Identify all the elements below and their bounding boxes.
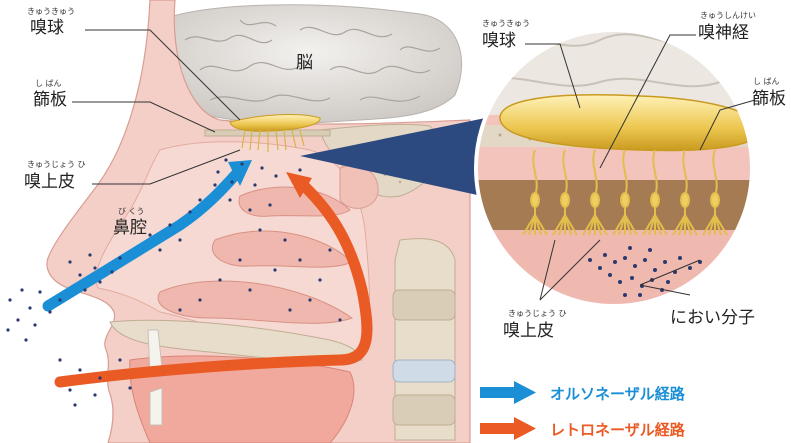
nasal-cavity-ruby: び くう: [118, 208, 144, 216]
olfactory-bulb-left-label: 嗅球: [30, 20, 64, 37]
nasal-cavity-label: 鼻腔: [113, 220, 147, 237]
legend-arrow-ortho-icon: [480, 381, 536, 404]
olfactory-bulb-left-ruby: きゅうきゅう: [27, 8, 75, 16]
epithelium-right-label: 嗅上皮: [503, 323, 554, 340]
epithelium-left-label: 嗅上皮: [24, 174, 75, 191]
olfactory-nerve-ruby: きゅうしんけい: [700, 12, 756, 20]
olfactory-bulb-right-ruby: きゅうきゅう: [482, 20, 530, 28]
cribriform-right-ruby: し ばん: [753, 78, 780, 86]
legend-retro-label: レトロネーザル経路: [550, 419, 685, 440]
olfactory-bulb-right-label: 嗅球: [482, 33, 516, 50]
cribriform-right-label: 篩板: [752, 91, 786, 108]
odor-molecules-label: におい分子: [670, 310, 755, 327]
legend-arrow-retro-icon: [480, 417, 536, 440]
cribriform-left-ruby: し ばん: [35, 80, 62, 88]
olfactory-nerve-label: 嗅神経: [698, 25, 749, 42]
legend-ortho-label: オルソネーザル経路: [550, 383, 685, 404]
legend-retro: レトロネーザル経路: [540, 419, 685, 440]
cervical-spine: [393, 239, 455, 440]
epithelium-left-ruby: きゅうじょう ひ: [27, 161, 86, 169]
legend-ortho: オルソネーザル経路: [540, 383, 685, 404]
brain-label: 脳: [296, 55, 313, 72]
epithelium-right-ruby: きゅうじょう ひ: [508, 310, 567, 318]
cribriform-left-label: 篩板: [33, 92, 67, 109]
